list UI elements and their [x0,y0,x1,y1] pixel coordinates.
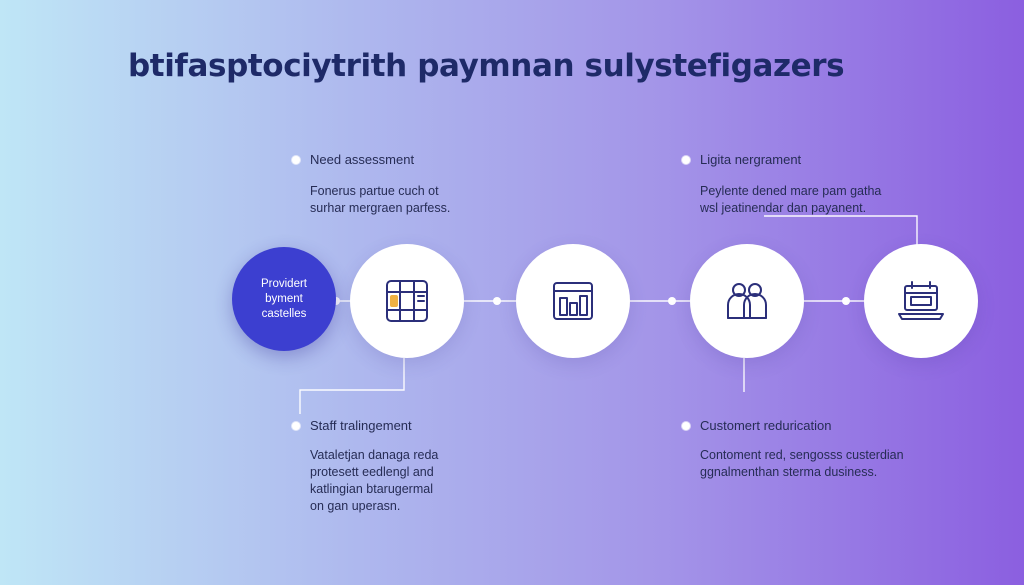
annotation-desc: Contoment red, sengosss custerdian ggnal… [700,448,904,479]
step-node-payment [350,244,464,358]
annotation-title: Customert redurication [700,418,832,433]
annotation-ligita: Ligita nergrament Peylente dened mare pa… [682,152,881,217]
bullet-dot [682,155,690,164]
annotation-title: Ligita nergrament [700,152,802,167]
bullet-dot [682,421,690,430]
connector-dot [493,297,501,305]
step-node-team [690,244,804,358]
diagram-title: btifasptociytrith paymnan sulystefigazer… [128,48,845,84]
annotation-desc: Fonerus partue cuch ot surhar mergraen p… [310,184,451,215]
annotation-desc: Vataletjan danaga reda protesett eedleng… [310,448,439,513]
annotation-need-assessment: Need assessment Fonerus partue cuch ot s… [292,152,450,217]
annotation-title: Staff tralingement [310,418,412,433]
connector-dot [842,297,850,305]
start-node: Providert byment castelles [232,247,336,351]
step-node-laptop [864,244,978,358]
connector-line [764,215,918,245]
annotation-title: Need assessment [310,152,415,167]
connector-dot [668,297,676,305]
connector-line [299,358,405,414]
annotation-staff-training: Staff tralingement Vataletjan danaga red… [292,418,438,515]
team-people-icon [727,283,767,319]
bullet-dot [292,155,300,164]
bullet-dot [292,421,300,430]
annotation-customer: Customert redurication Contoment red, se… [682,418,904,481]
annotation-desc: Peylente dened mare pam gatha wsl jeatin… [700,184,882,215]
dashboard-chart-icon [553,282,593,320]
laptop-calendar-icon [898,281,944,320]
step-node-dashboard [516,244,630,358]
payment-terminal-icon [386,280,428,322]
